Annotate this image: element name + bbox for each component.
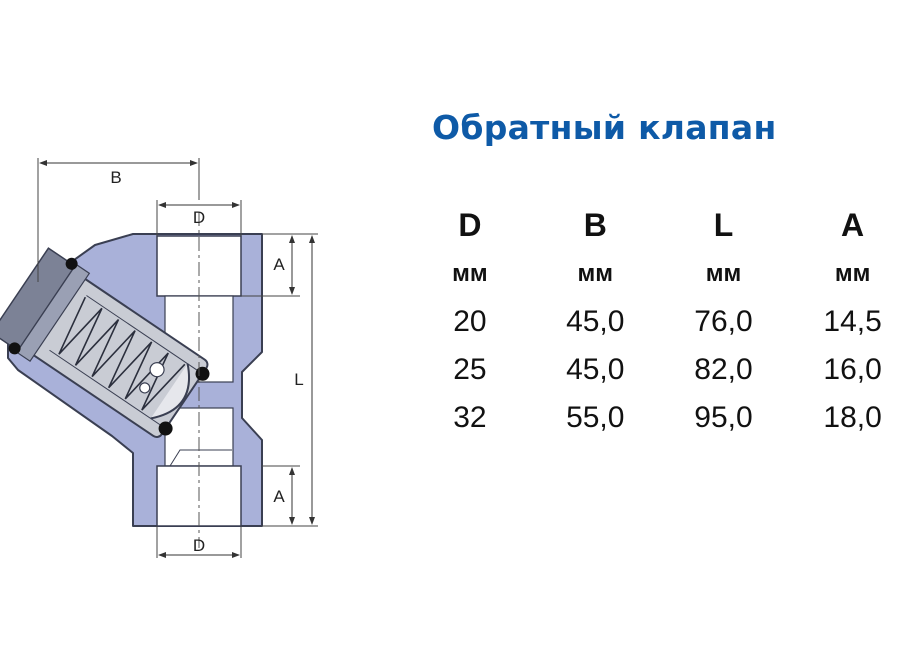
dimensions-table: D B L A мм мм мм мм 20 45,0 76,0 14,5 25… [410,200,919,442]
table-cell: 25 [453,353,487,386]
table-cell: 14,5 [823,305,882,338]
table-units-row: мм мм мм мм [410,250,919,298]
unit-cell: мм [834,260,871,287]
table-cell: 95,0 [694,401,753,434]
table-header-row: D B L A [410,200,919,250]
check-insert [0,247,210,438]
header-b: B [583,206,607,243]
dim-a-top-label: A [273,255,285,274]
page-title: Обратный клапан [432,108,777,147]
dim-l-label: L [294,370,303,389]
extension-lines [37,158,318,558]
header-l: L [713,206,734,243]
table-cell: 45,0 [566,353,625,386]
unit-cell: мм [705,260,742,287]
dim-b-label: B [110,168,121,187]
table-row: 20 45,0 76,0 14,5 [410,298,919,346]
table-cell: 20 [453,305,487,338]
dim-d-bottom-label: D [193,536,205,555]
table-cell: 18,0 [823,401,882,434]
header-a: A [841,206,865,243]
header-d: D [458,206,482,243]
dim-d-top-label: D [193,208,205,227]
dimension-lines [39,160,315,558]
spring [58,296,186,411]
dim-a-bottom-label: A [273,487,285,506]
unit-cell: мм [577,260,614,287]
table-cell: 45,0 [566,305,625,338]
table-cell: 16,0 [823,353,882,386]
table-cell: 55,0 [566,401,625,434]
table-cell: 76,0 [694,305,753,338]
table-row: 32 55,0 95,0 18,0 [410,394,919,442]
table-cell: 82,0 [694,353,753,386]
table-row: 25 45,0 82,0 16,0 [410,346,919,394]
unit-cell: мм [452,260,488,287]
table-cell: 32 [453,401,487,434]
